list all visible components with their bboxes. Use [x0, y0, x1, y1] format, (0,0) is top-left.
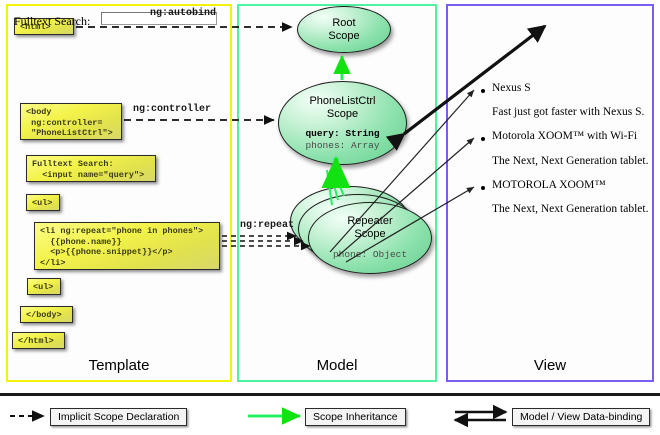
- label-ng-repeat: ng:repeat: [240, 220, 295, 231]
- phonelistctrl-prop-query: query: String: [305, 127, 380, 139]
- label-ng-controller: ng:controller: [133, 104, 212, 115]
- column-template: Template: [6, 4, 232, 382]
- fulltext-search-box: Fulltext Search: <input name="query">: [26, 155, 156, 182]
- legend-scope-inheritance: Scope Inheritance: [305, 408, 406, 426]
- view-search-label: Fulltext Search:: [14, 14, 91, 28]
- phonelistctrl-prop-phones: phones: Array: [305, 139, 380, 151]
- view-item-snippet: The Next, Next Generation tablet.: [492, 155, 649, 167]
- legend-data-binding: Model / View Data-binding: [512, 408, 651, 426]
- body-close-box: </body>: [20, 306, 73, 323]
- li-repeat-box: <li ng:repeat="phone in phones"> {{phone…: [34, 222, 220, 270]
- repeater-scope-title: Repeater Scope: [347, 215, 393, 240]
- view-item-name: MOTOROLA XOOM™: [492, 179, 606, 191]
- view-item-snippet: The Next, Next Generation tablet.: [492, 203, 649, 215]
- legend-divider: [0, 393, 660, 396]
- html-open-box: <html>: [14, 18, 74, 35]
- label-ng-autobind: ng:autobind: [150, 8, 217, 19]
- body-controller-box: <body ng:controller= "PhoneListCtrl">: [20, 103, 122, 140]
- root-scope-ellipse: Root Scope: [297, 6, 391, 53]
- ul-close-box: <ul>: [27, 278, 61, 295]
- list-bullet: [481, 137, 485, 141]
- column-label-model: Model: [316, 357, 358, 374]
- phonelistctrl-scope-ellipse: PhoneListCtrl Scope query: String phones…: [278, 81, 407, 165]
- column-label-template: Template: [88, 357, 150, 374]
- repeater-scope-ellipse: Repeater Scope phone: Object: [308, 202, 432, 274]
- root-scope-title: Root Scope: [328, 16, 360, 42]
- view-item-snippet: Fast just got faster with Nexus S.: [492, 106, 645, 118]
- list-bullet: [481, 186, 485, 190]
- legend-implicit-scope: Implicit Scope Declaration: [50, 408, 188, 426]
- phonelistctrl-scope-title: PhoneListCtrl Scope: [309, 94, 376, 120]
- ul-open-box: <ul>: [26, 194, 60, 211]
- fulltext-search-input[interactable]: [101, 12, 217, 25]
- repeater-prop-phone: phone: Object: [332, 249, 408, 260]
- view-item-name: Nexus S: [492, 82, 531, 94]
- view-item-name: Motorola XOOM™ with Wi-Fi: [492, 130, 638, 142]
- list-bullet: [481, 89, 485, 93]
- column-label-view: View: [533, 357, 567, 374]
- column-view: View: [446, 4, 654, 382]
- html-close-box: </html>: [12, 332, 65, 349]
